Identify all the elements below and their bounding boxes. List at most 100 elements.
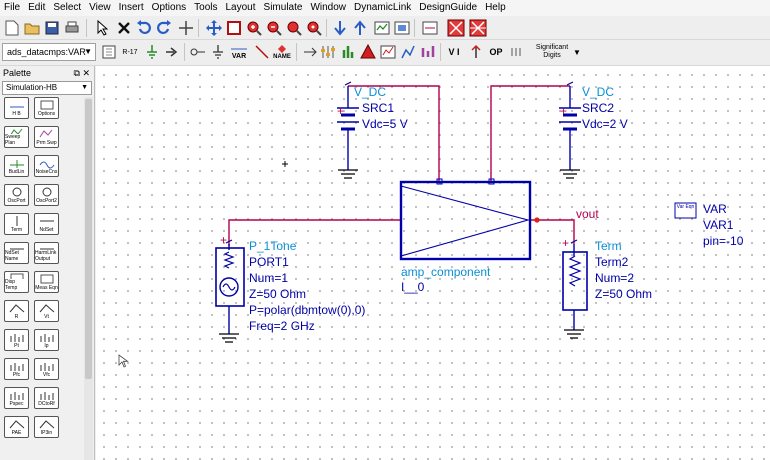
rotate-icon[interactable]: R-17 bbox=[120, 42, 140, 62]
menu-file[interactable]: File bbox=[4, 2, 21, 13]
palette-item-options[interactable]: Options bbox=[34, 97, 59, 119]
push-into-hierarchy-icon[interactable] bbox=[330, 18, 350, 38]
dc-annotation-icon[interactable] bbox=[506, 42, 526, 62]
wire-amp-term[interactable] bbox=[530, 219, 575, 244]
wire-src2-amp[interactable] bbox=[490, 85, 570, 182]
optimize-icon[interactable] bbox=[398, 42, 418, 62]
palette-item-ndset-name[interactable]: NdSet Name bbox=[4, 242, 29, 264]
move-icon[interactable] bbox=[204, 18, 224, 38]
run-simulation-icon[interactable] bbox=[358, 42, 378, 62]
menu-window[interactable]: Window bbox=[310, 2, 347, 13]
insert-ground2-icon[interactable] bbox=[208, 42, 228, 62]
new-document-icon[interactable] bbox=[2, 18, 22, 38]
op-label: OP bbox=[489, 47, 503, 57]
term2-symbol[interactable] bbox=[562, 239, 588, 339]
component-history-icon[interactable] bbox=[100, 42, 120, 62]
menu-view[interactable]: View bbox=[89, 2, 111, 13]
palette-item-r[interactable]: R bbox=[4, 300, 29, 322]
palette-item-budlin[interactable]: BudLin bbox=[4, 155, 29, 177]
port1-p1tone-symbol[interactable] bbox=[215, 239, 245, 343]
palette-item-vfc[interactable]: Vfc bbox=[34, 358, 59, 380]
pan-icon[interactable] bbox=[176, 18, 196, 38]
redo-icon[interactable] bbox=[154, 18, 174, 38]
palette-item-term[interactable]: Term bbox=[4, 213, 29, 235]
zoom-out-icon[interactable] bbox=[264, 18, 284, 38]
deactivate-short-icon[interactable] bbox=[468, 18, 488, 38]
palette-item-ndset[interactable]: NdSet bbox=[34, 213, 59, 235]
tune-icon[interactable] bbox=[318, 42, 338, 62]
view-all-icon[interactable] bbox=[224, 18, 244, 38]
palette-item-icon bbox=[40, 392, 53, 400]
zoom-area-icon[interactable] bbox=[284, 18, 304, 38]
palette-item-noisecns[interactable]: NoiseCns bbox=[34, 155, 59, 177]
simulation-settings-icon[interactable] bbox=[338, 42, 358, 62]
menu-select[interactable]: Select bbox=[53, 2, 82, 13]
menu-layout[interactable]: Layout bbox=[225, 2, 256, 13]
palette-item-h-b[interactable]: H B bbox=[4, 97, 29, 119]
print-icon[interactable] bbox=[62, 18, 82, 38]
insert-port-icon[interactable] bbox=[162, 42, 182, 62]
annotate-op-button[interactable]: OP bbox=[486, 42, 506, 62]
palette-scrollbar[interactable] bbox=[84, 97, 93, 460]
palette-item-ip[interactable]: Ip bbox=[34, 329, 59, 351]
insert-name-button[interactable]: NAME bbox=[270, 42, 294, 62]
menu-simulate[interactable]: Simulate bbox=[263, 2, 303, 13]
component-library-combo[interactable]: ads_datacmps:VAR ▼ bbox=[2, 43, 96, 61]
insert-ground-icon[interactable] bbox=[142, 42, 162, 62]
palette-scrollbar-thumb[interactable] bbox=[85, 99, 92, 379]
var-eqn-block[interactable] bbox=[674, 202, 697, 219]
menu-dynamiclink[interactable]: DynamicLink bbox=[354, 2, 412, 13]
significant-digits-button[interactable]: Significant Digits bbox=[530, 42, 574, 62]
insert-wire-icon[interactable] bbox=[188, 42, 208, 62]
wire-port-amp[interactable] bbox=[228, 219, 401, 246]
deactivate-component-icon[interactable] bbox=[446, 18, 466, 38]
select-arrow-icon[interactable] bbox=[92, 18, 112, 38]
schematic-canvas[interactable]: + V_DC SRC1 Vdc=5 V + V_DC SRC2 Vdc=2 V … bbox=[96, 66, 770, 460]
annotate-current-icon[interactable] bbox=[466, 42, 486, 62]
palette-item-vt[interactable]: Vt bbox=[34, 300, 59, 322]
palette-item-harmlink-output[interactable]: HarmLink Output bbox=[34, 242, 59, 264]
insert-var-button[interactable]: VAR bbox=[228, 42, 250, 62]
palette-item-disp-temp[interactable]: Disp Temp bbox=[4, 271, 29, 293]
palette-window-buttons[interactable]: ⧉ ✕ bbox=[73, 68, 90, 78]
wire-src1-amp[interactable] bbox=[348, 85, 440, 182]
palette-item-pae[interactable]: PAE bbox=[4, 416, 29, 438]
src1-vdc-symbol[interactable] bbox=[337, 81, 359, 179]
palette-item-meas-eqn[interactable]: Meas Eqn bbox=[34, 271, 59, 293]
palette-item-pfc[interactable]: Pfc bbox=[4, 358, 29, 380]
insert-line-icon[interactable] bbox=[252, 42, 272, 62]
menu-tools[interactable]: Tools bbox=[194, 2, 218, 13]
palette-item-sweep-plan[interactable]: Sweep Plan bbox=[4, 126, 29, 148]
palette-item-oscport[interactable]: OscPort bbox=[4, 184, 29, 206]
simulate-window-icon[interactable] bbox=[372, 18, 392, 38]
zoom-point-icon[interactable] bbox=[304, 18, 324, 38]
chevron-down-icon[interactable]: ▼ bbox=[573, 47, 581, 57]
pop-out-hierarchy-icon[interactable] bbox=[350, 18, 370, 38]
palette-item-pt[interactable]: Pt bbox=[4, 329, 29, 351]
menu-help[interactable]: Help bbox=[485, 2, 506, 13]
layout-window-icon[interactable] bbox=[392, 18, 412, 38]
palette-item-prm-swp[interactable]: Prm Swp bbox=[34, 126, 59, 148]
delete-icon[interactable] bbox=[114, 18, 134, 38]
menu-edit[interactable]: Edit bbox=[28, 2, 46, 13]
zoom-in-icon[interactable] bbox=[244, 18, 264, 38]
rf-settings-icon[interactable] bbox=[418, 42, 438, 62]
palette-category-combo[interactable]: Simulation-HB ▼ bbox=[2, 81, 92, 95]
menu-options[interactable]: Options bbox=[151, 2, 187, 13]
schematic-window-icon[interactable] bbox=[420, 18, 440, 38]
save-icon[interactable] bbox=[42, 18, 62, 38]
palette-item-oscport2[interactable]: OscPort2 bbox=[34, 184, 59, 206]
palette-item-ip3in[interactable]: IP3in bbox=[34, 416, 59, 438]
palette-item-pspec[interactable]: Pspec bbox=[4, 387, 29, 409]
wire-label-icon[interactable] bbox=[300, 42, 320, 62]
annotate-vi-button[interactable]: V I bbox=[444, 42, 464, 62]
display-data-icon[interactable] bbox=[378, 42, 398, 62]
amp-component-symbol[interactable] bbox=[399, 178, 540, 261]
port1-param-num: Num=1 bbox=[249, 271, 289, 285]
menu-designguide[interactable]: DesignGuide bbox=[419, 2, 478, 13]
open-folder-icon[interactable] bbox=[22, 18, 42, 38]
palette-item-dctorf[interactable]: DCtoRf bbox=[34, 387, 59, 409]
menu-insert[interactable]: Insert bbox=[118, 2, 144, 13]
src2-vdc-symbol[interactable] bbox=[559, 81, 581, 179]
undo-icon[interactable] bbox=[134, 18, 154, 38]
